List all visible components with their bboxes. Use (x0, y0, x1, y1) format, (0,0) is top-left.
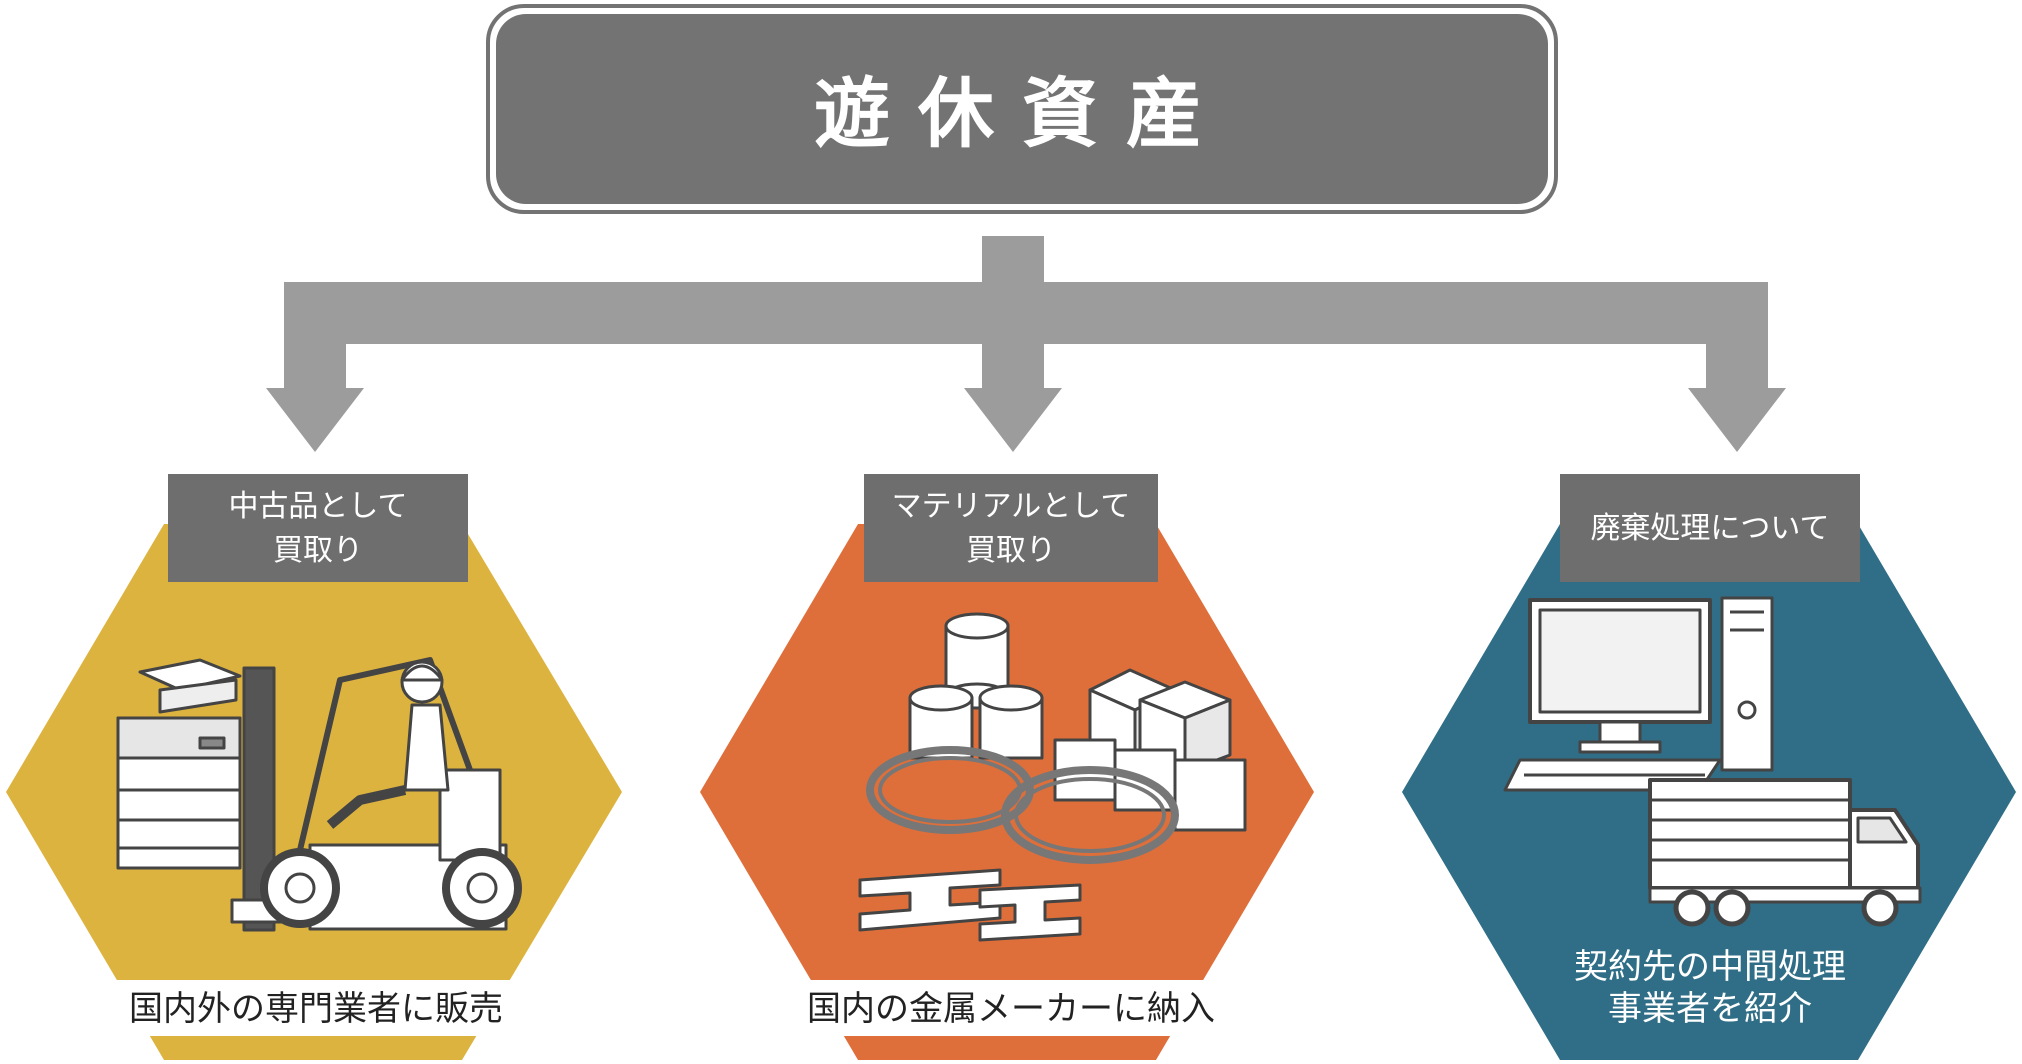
arrow-head-center (964, 388, 1062, 452)
tab-line: マテリアルとして (892, 489, 1131, 524)
description-disposal: 契約先の中間処理 事業者を紹介 (1574, 947, 1846, 1029)
copier-icon (116, 658, 242, 870)
title-text: 遊休資産 (814, 69, 1230, 158)
description-materials: 国内の金属メーカーに納入 (778, 980, 1244, 1036)
description-line: 国内外の専門業者に販売 (129, 989, 503, 1029)
description-line: 契約先の中間処理 (1574, 947, 1846, 987)
metal-materials-icon (858, 612, 1247, 942)
arrow-stem (982, 236, 1044, 284)
tab-used-goods: 中古品として 買取り (168, 474, 468, 582)
tab-line: 中古品として (228, 489, 407, 524)
cylinders-icon (908, 612, 1044, 760)
forklift-icon (230, 657, 522, 932)
tab-line: 買取り (273, 533, 363, 568)
tab-disposal: 廃棄処理について (1560, 474, 1860, 582)
truck-icon (1648, 778, 1922, 927)
tab-line: 廃棄処理について (1590, 511, 1829, 546)
hexagon-materials (700, 524, 1314, 1060)
arrow-head-right (1688, 388, 1786, 452)
wire-coils-icon (866, 746, 1179, 864)
computer-icon (1503, 596, 1774, 792)
description-line: 国内の金属メーカーに納入 (807, 989, 1215, 1029)
boxes-icon (1053, 668, 1247, 832)
copier-forklift-icon (116, 657, 522, 932)
title-box: 遊休資産 (486, 4, 1558, 214)
description-used-goods: 国内外の専門業者に販売 (100, 980, 532, 1036)
tab-line: 買取り (966, 533, 1056, 568)
arrow-head-left (266, 388, 364, 452)
computer-truck-icon (1503, 596, 1922, 927)
tab-materials: マテリアルとして 買取り (864, 474, 1158, 582)
branch-arrows (266, 236, 1786, 452)
i-beams-icon (858, 868, 1082, 942)
description-line: 事業者を紹介 (1608, 989, 1812, 1029)
